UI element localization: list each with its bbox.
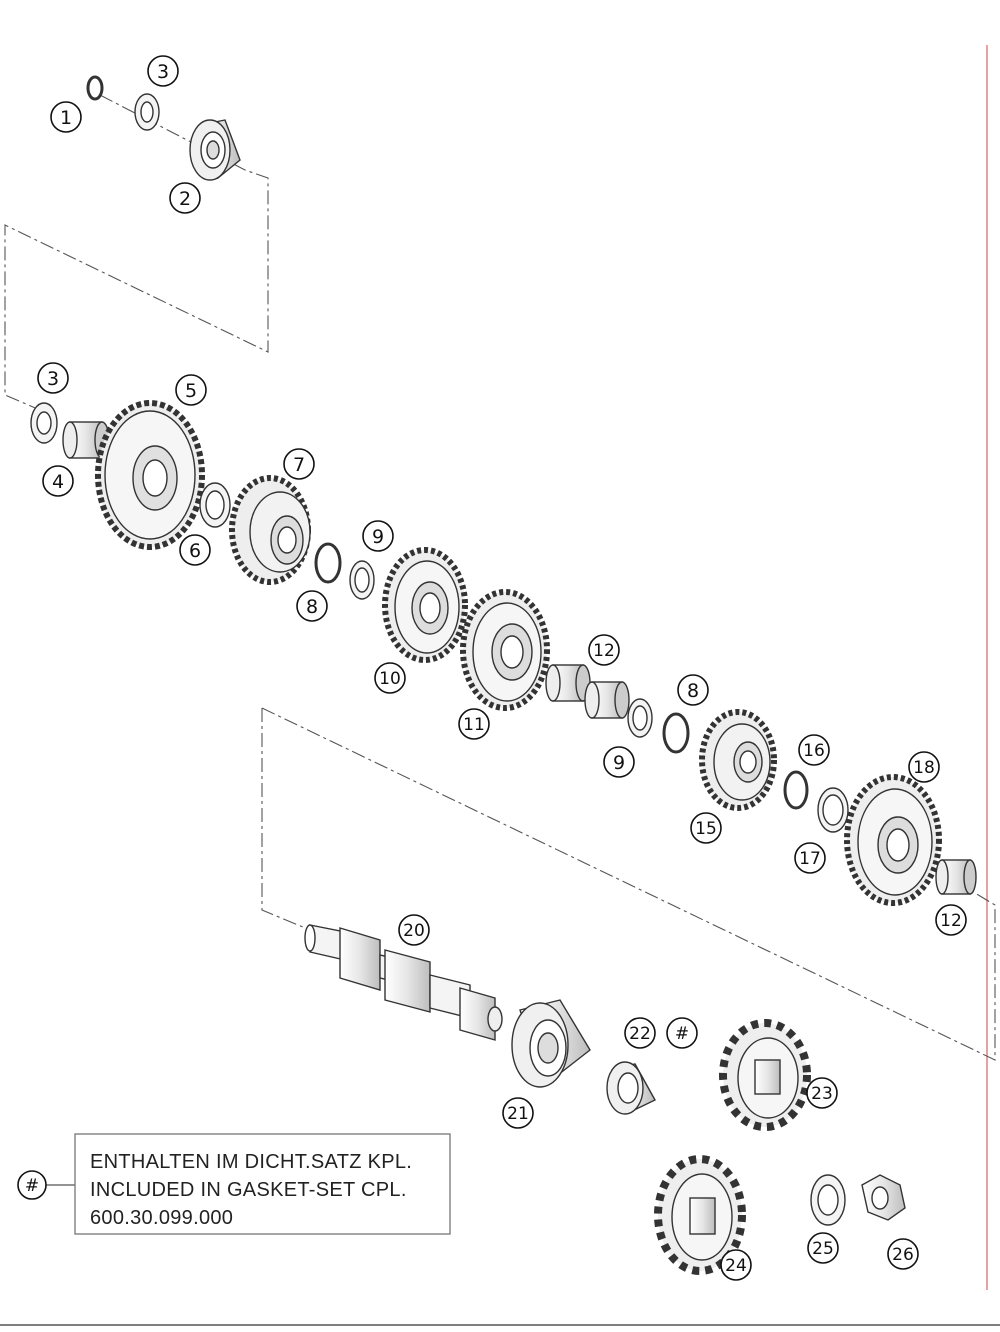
svg-text:21: 21 [507, 1104, 529, 1124]
part-washer-9-b [627, 698, 653, 738]
callout-10: 10 [374, 662, 406, 694]
svg-text:26: 26 [892, 1245, 914, 1265]
legend-line-3: 600.30.099.000 [90, 1207, 233, 1229]
svg-text:23: 23 [811, 1084, 833, 1104]
callout-22: 22 [624, 1017, 656, 1049]
callout-2: 2 [169, 182, 201, 214]
part-gear-10 [382, 547, 468, 663]
svg-text:4: 4 [52, 471, 64, 493]
part-lock-washer-25 [810, 1174, 846, 1226]
part-washer-3-mid [30, 402, 58, 444]
callout-25: 25 [807, 1232, 839, 1264]
part-gear-5 [95, 400, 205, 550]
svg-text:9: 9 [372, 526, 384, 548]
part-circlip-16 [783, 770, 809, 810]
dash-line-top [4, 94, 269, 411]
part-washer-9-a [349, 560, 375, 600]
part-seal-22 [606, 1061, 656, 1115]
svg-text:1: 1 [60, 107, 72, 129]
part-circlip-1 [86, 75, 104, 101]
part-washer-17 [817, 787, 849, 833]
svg-text:25: 25 [812, 1239, 834, 1259]
svg-text:12: 12 [593, 641, 615, 661]
svg-text:6: 6 [189, 540, 201, 562]
legend-symbol-circle [17, 1170, 47, 1200]
svg-text:#: # [675, 1024, 689, 1044]
part-gear-11 [460, 589, 550, 711]
callout-9-a: 9 [362, 520, 394, 552]
callout-5: 5 [175, 374, 207, 406]
callout-1: 1 [50, 101, 82, 133]
part-gear-7 [229, 475, 311, 585]
callout-6: 6 [179, 534, 211, 566]
svg-text:3: 3 [157, 61, 169, 83]
legend-line-1: ENTHALTEN IM DICHT.SATZ KPL. [90, 1151, 412, 1173]
svg-text:7: 7 [293, 454, 305, 476]
callout-15: 15 [690, 812, 722, 844]
callout-22-hash: # [666, 1017, 698, 1049]
dash-line-bottom [261, 707, 996, 1061]
part-needle-bearing-12-a [545, 664, 591, 702]
callout-4: 4 [42, 465, 74, 497]
callout-8-b: 8 [677, 674, 709, 706]
part-nut-26 [861, 1174, 906, 1221]
svg-text:24: 24 [725, 1256, 747, 1276]
part-needle-bearing-12-b [584, 681, 630, 719]
part-gear-15 [699, 709, 777, 811]
part-bearing-2 [189, 119, 241, 181]
svg-text:2: 2 [179, 188, 191, 210]
callout-21: 21 [502, 1097, 534, 1129]
callout-8-a: 8 [296, 590, 328, 622]
part-washer-6 [199, 482, 231, 528]
svg-text:8: 8 [687, 680, 699, 702]
svg-text:8: 8 [306, 596, 318, 618]
part-washer-3-top [134, 93, 160, 131]
svg-text:17: 17 [799, 849, 821, 869]
part-circlip-8-a [314, 542, 342, 584]
callout-11: 11 [458, 708, 490, 740]
svg-text:15: 15 [695, 819, 717, 839]
callout-24: 24 [720, 1249, 752, 1281]
svg-text:11: 11 [463, 715, 485, 735]
legend-symbol: # [25, 1176, 39, 1196]
svg-text:12: 12 [940, 911, 962, 931]
svg-text:18: 18 [913, 758, 935, 778]
callout-9-b: 9 [603, 746, 635, 778]
callout-17: 17 [794, 842, 826, 874]
legend-box: # ENTHALTEN IM DICHT.SATZ KPL. INCLUDED … [17, 1133, 451, 1235]
part-shaft-20 [304, 924, 503, 1041]
svg-text:3: 3 [47, 368, 59, 390]
callout-16: 16 [798, 734, 830, 766]
part-bearing-21 [511, 999, 591, 1088]
svg-text:22: 22 [629, 1024, 651, 1044]
part-gear-18 [844, 774, 942, 906]
part-needle-bearing-12-c [935, 859, 977, 895]
callout-23: 23 [806, 1077, 838, 1109]
legend-line-2: INCLUDED IN GASKET-SET CPL. [90, 1179, 407, 1201]
svg-text:9: 9 [613, 752, 625, 774]
part-sprocket-24 [654, 1155, 746, 1275]
svg-text:10: 10 [379, 669, 401, 689]
callout-26: 26 [887, 1238, 919, 1270]
callout-3-top: 3 [147, 55, 179, 87]
svg-text:20: 20 [403, 921, 425, 941]
callout-3-mid: 3 [37, 362, 69, 394]
svg-text:16: 16 [803, 741, 825, 761]
callout-20: 20 [398, 914, 430, 946]
callout-18: 18 [908, 751, 940, 783]
callout-12-a: 12 [588, 634, 620, 666]
callout-12-b: 12 [935, 904, 967, 936]
part-circlip-8-b [662, 712, 690, 754]
callout-7: 7 [283, 448, 315, 480]
svg-text:5: 5 [185, 380, 197, 402]
part-sprocket-23 [719, 1019, 811, 1131]
